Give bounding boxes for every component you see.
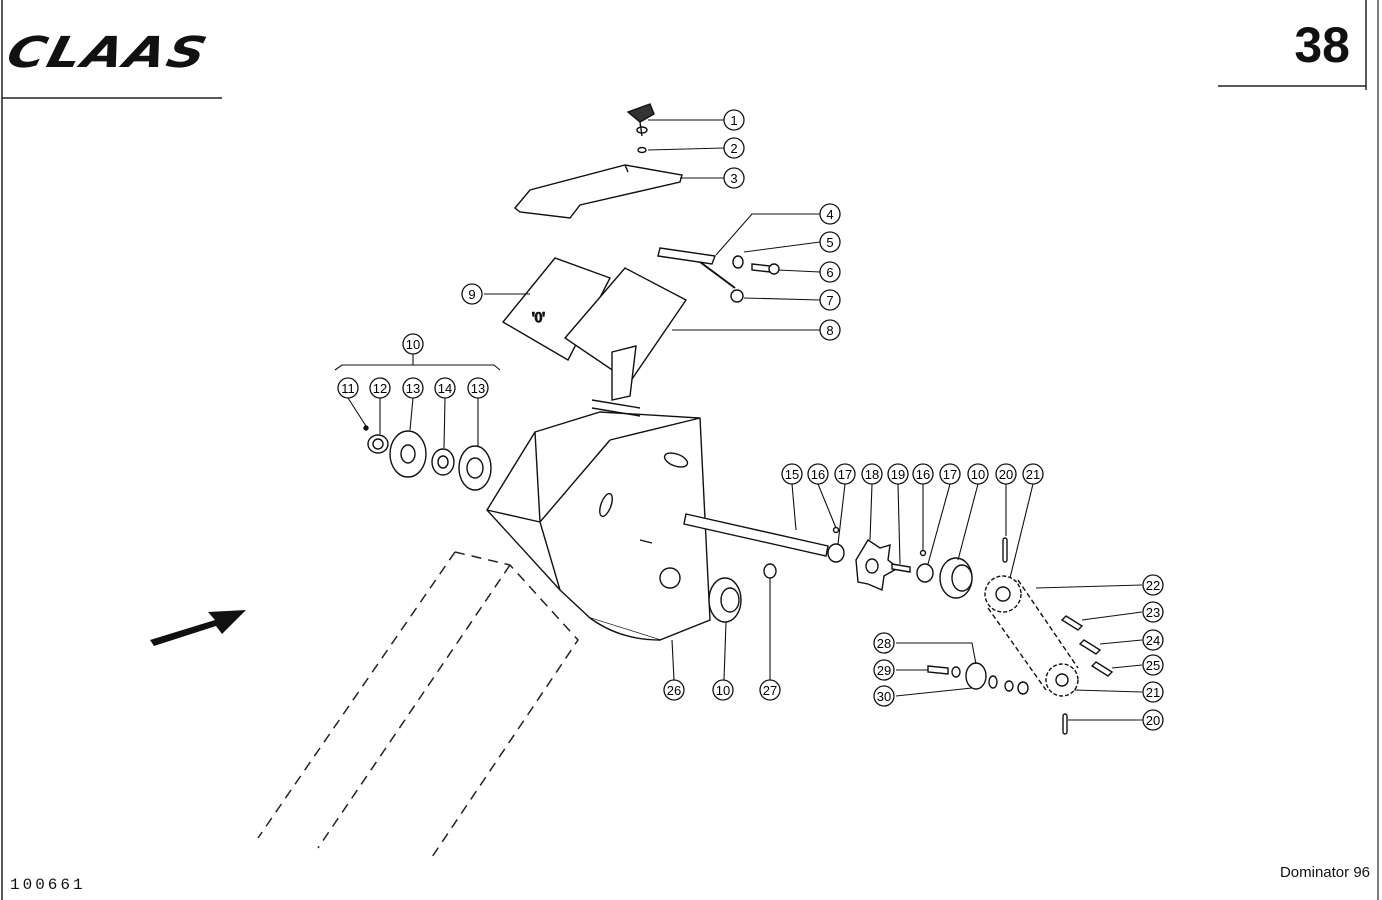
part-chain-drive <box>984 537 1114 735</box>
callout-29: 29 <box>873 659 895 681</box>
svg-text:16: 16 <box>811 467 825 482</box>
svg-text:7: 7 <box>826 293 833 308</box>
part-plate <box>514 164 683 219</box>
svg-text:13: 13 <box>471 381 485 396</box>
callout-20-a: 20 <box>995 463 1017 485</box>
svg-text:16: 16 <box>916 467 930 482</box>
callout-15: 15 <box>781 463 803 485</box>
panel-marking: '0' <box>532 310 545 326</box>
svg-text:12: 12 <box>373 381 387 396</box>
callout-4: 4 <box>819 203 841 225</box>
callout-30: 30 <box>873 685 895 707</box>
svg-text:29: 29 <box>877 663 891 678</box>
svg-text:19: 19 <box>891 467 905 482</box>
svg-text:30: 30 <box>877 689 891 704</box>
document-code: 100661 <box>10 876 86 894</box>
feeder-housing-outline <box>257 551 579 861</box>
callout-10-group: 10 <box>402 333 424 355</box>
svg-text:2: 2 <box>730 141 737 156</box>
svg-text:24: 24 <box>1146 633 1160 648</box>
part-shaft-assembly <box>639 513 973 623</box>
svg-text:18: 18 <box>865 467 879 482</box>
svg-text:11: 11 <box>341 381 355 396</box>
svg-text:17: 17 <box>943 467 957 482</box>
svg-text:21: 21 <box>1146 685 1160 700</box>
part-knob <box>626 103 655 154</box>
callout-28: 28 <box>873 632 895 654</box>
callout-13-b: 13 <box>467 377 489 399</box>
callout-12: 12 <box>369 377 391 399</box>
machine-model: Dominator 96 <box>1279 864 1370 881</box>
callout-16-a: 16 <box>807 463 829 485</box>
callout-9: 9 <box>461 283 483 305</box>
callout-23: 23 <box>1142 601 1164 623</box>
callout-21-b: 21 <box>1142 681 1164 703</box>
leader-lines <box>334 119 1143 721</box>
svg-text:10: 10 <box>406 337 420 352</box>
svg-text:6: 6 <box>826 265 833 280</box>
svg-text:1: 1 <box>730 113 737 128</box>
svg-text:15: 15 <box>785 467 799 482</box>
callout-1: 1 <box>723 109 745 131</box>
part-bracket-assembly <box>657 247 780 303</box>
brand-logo: CLAAS <box>2 28 224 78</box>
svg-text:10: 10 <box>716 683 730 698</box>
svg-text:20: 20 <box>1146 713 1160 728</box>
svg-text:21: 21 <box>1026 467 1040 482</box>
part-cover-panels: '0' <box>501 257 688 401</box>
feed-direction-arrow <box>150 610 246 646</box>
callout-3: 3 <box>723 167 745 189</box>
svg-text:27: 27 <box>763 683 777 698</box>
callout-17-a: 17 <box>834 463 856 485</box>
callout-21-a: 21 <box>1022 463 1044 485</box>
callout-16-b: 16 <box>912 463 934 485</box>
svg-text:20: 20 <box>999 467 1013 482</box>
svg-text:4: 4 <box>826 207 833 222</box>
callout-2: 2 <box>723 137 745 159</box>
callout-18: 18 <box>861 463 883 485</box>
part-tensioner <box>927 662 1029 695</box>
callout-19: 19 <box>887 463 909 485</box>
callout-8: 8 <box>819 319 841 341</box>
callout-5: 5 <box>819 231 841 253</box>
svg-text:10: 10 <box>971 467 985 482</box>
svg-text:28: 28 <box>877 636 891 651</box>
callout-24: 24 <box>1142 629 1164 651</box>
svg-text:25: 25 <box>1146 658 1160 673</box>
callout-17-b: 17 <box>939 463 961 485</box>
svg-text:26: 26 <box>667 683 681 698</box>
callout-26: 26 <box>663 679 685 701</box>
callout-10-b: 10 <box>967 463 989 485</box>
callout-27: 27 <box>759 679 781 701</box>
svg-text:14: 14 <box>438 381 452 396</box>
callout-14: 14 <box>434 377 456 399</box>
svg-text:3: 3 <box>730 171 737 186</box>
callout-11: 11 <box>337 377 359 399</box>
callout-20-b: 20 <box>1142 709 1164 731</box>
callout-10-c: 10 <box>712 679 734 701</box>
svg-text:23: 23 <box>1146 605 1160 620</box>
callout-6: 6 <box>819 261 841 283</box>
svg-text:17: 17 <box>838 467 852 482</box>
svg-text:5: 5 <box>826 235 833 250</box>
part-bearing-group-left <box>363 425 492 491</box>
svg-text:13: 13 <box>406 381 420 396</box>
svg-text:9: 9 <box>468 287 475 302</box>
svg-text:8: 8 <box>826 323 833 338</box>
callout-25: 25 <box>1142 654 1164 676</box>
callout-13-a: 13 <box>402 377 424 399</box>
callout-7: 7 <box>819 289 841 311</box>
page-number: 38 <box>1294 17 1350 73</box>
callout-22: 22 <box>1142 574 1164 596</box>
part-main-housing <box>486 399 711 641</box>
brand-logo-text: CLAAS <box>1 28 214 78</box>
svg-text:22: 22 <box>1146 578 1160 593</box>
